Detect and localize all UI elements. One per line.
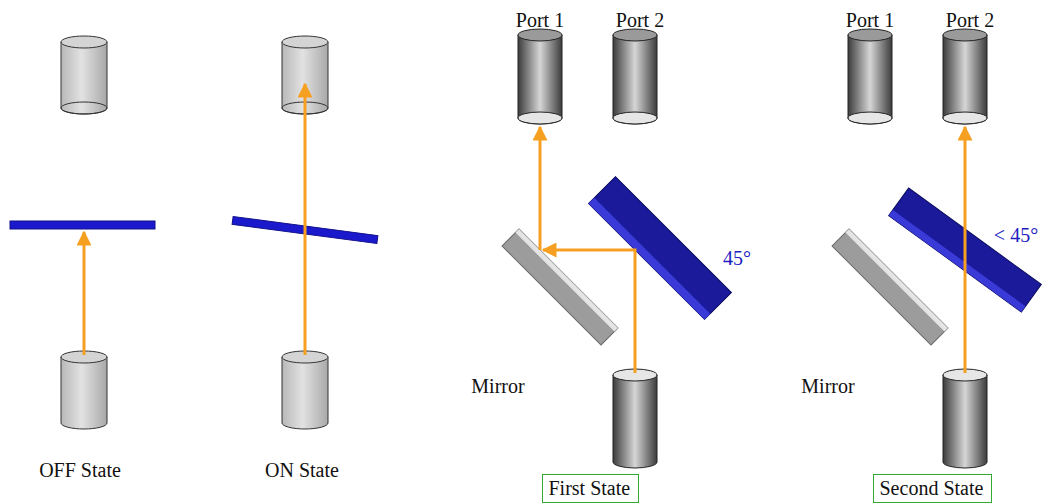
fiber (61, 351, 107, 429)
state-title: First State (549, 477, 632, 499)
input-fiber (613, 369, 657, 468)
port-label: Port 1 (516, 9, 564, 31)
state-box: Second State (873, 474, 992, 503)
part-label: Mirror (801, 375, 854, 397)
micromirror (10, 221, 155, 229)
state-label: ON State (265, 459, 339, 481)
light-beam (543, 250, 635, 373)
light-beam (83, 232, 86, 355)
state-label: OFF State (39, 459, 121, 481)
angle-label: < 45° (994, 224, 1038, 246)
light-beam (964, 127, 967, 373)
micromirror (589, 177, 732, 320)
light-beam (539, 127, 542, 250)
fixed-mirror (502, 229, 618, 345)
state-box: First State (542, 474, 639, 503)
light-beam (304, 84, 307, 355)
fiber (61, 36, 107, 114)
part-label: Mirror (471, 375, 524, 397)
port-fiber (613, 29, 657, 124)
state-title: Second State (880, 477, 985, 499)
port-fiber (943, 29, 987, 124)
port-label: Port 1 (846, 9, 894, 31)
angle-label: 45° (723, 247, 751, 269)
port-fiber (848, 29, 892, 124)
fiber (282, 351, 328, 429)
port-label: Port 2 (616, 9, 664, 31)
input-fiber (943, 369, 987, 468)
port-fiber (518, 29, 562, 124)
port-label: Port 2 (946, 9, 994, 31)
